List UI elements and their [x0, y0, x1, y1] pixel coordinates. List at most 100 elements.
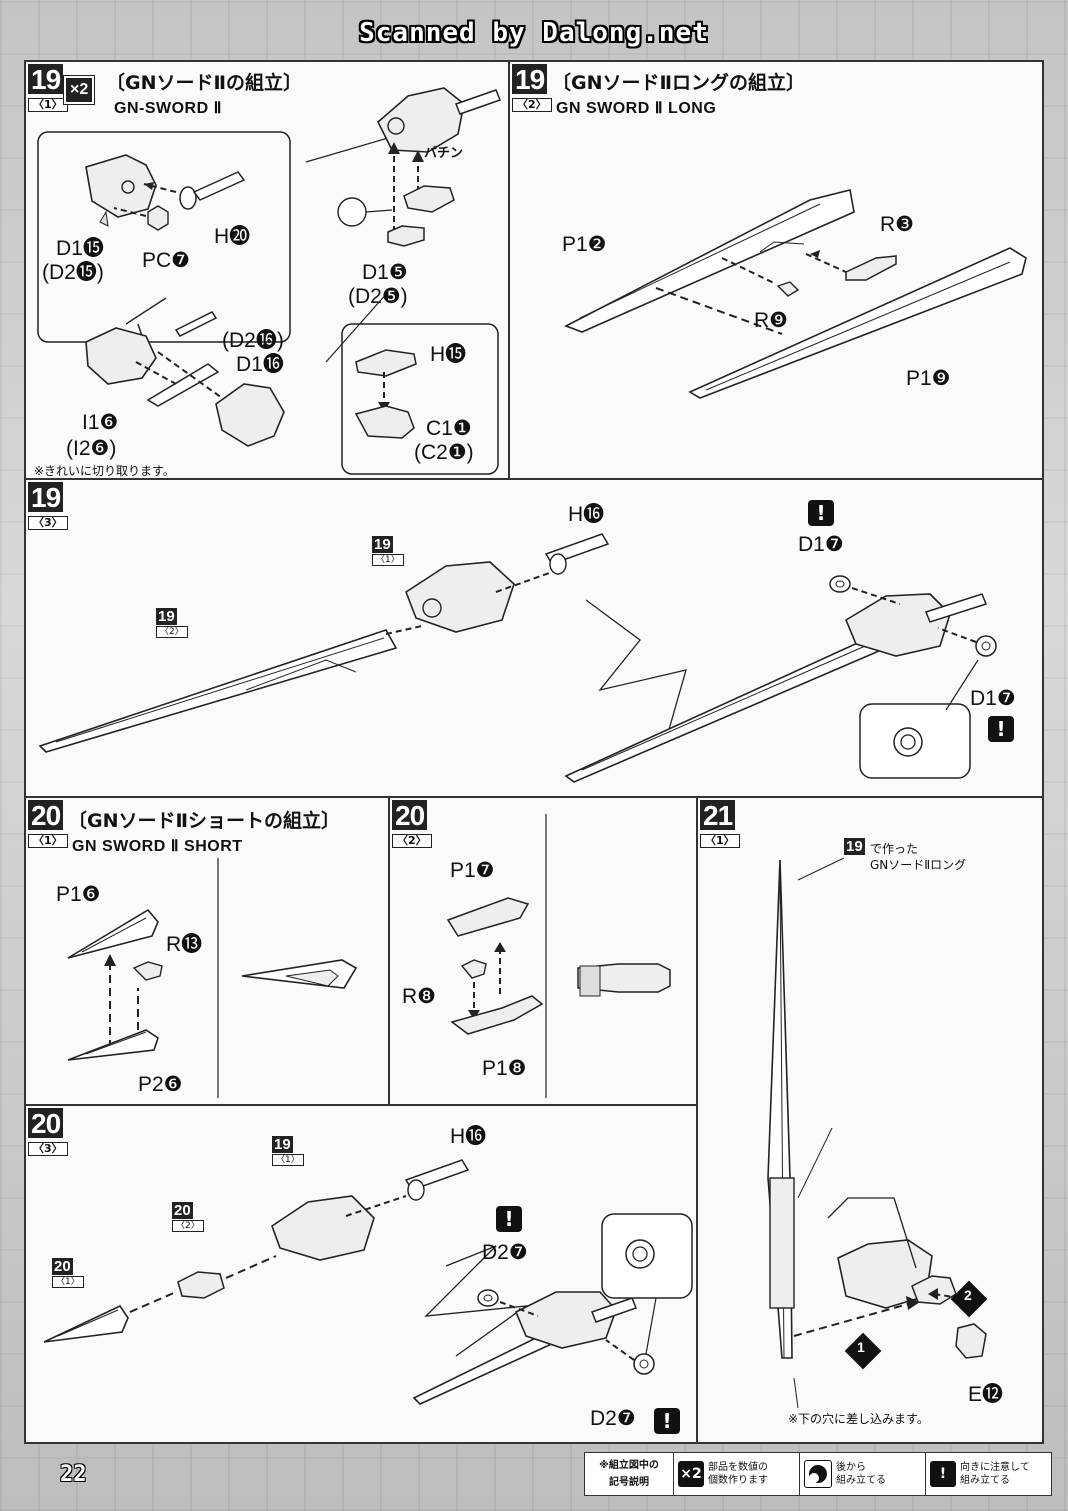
- legend-text: 部品を数値の: [708, 1462, 768, 1473]
- reference-step-badge: 20: [52, 1258, 73, 1275]
- instruction-note: ※下の穴に差し込みます。: [788, 1412, 929, 1426]
- reference-step-badge: 19: [272, 1136, 293, 1153]
- legend-text: 後から: [836, 1462, 866, 1473]
- part-label: H⓴: [214, 225, 251, 248]
- part-label: D1⓰: [236, 353, 284, 376]
- legend-title: ※組立図中の: [599, 1460, 659, 1471]
- part-label: D2❼: [590, 1407, 636, 1430]
- legend-item: ! 向きに注意して 組み立てる: [925, 1453, 1051, 1495]
- step-substep: 〈1〉: [28, 98, 68, 112]
- part-label: D1⓯: [56, 237, 104, 260]
- part-label: (D2⓰): [222, 329, 284, 352]
- part-label: H⓰: [568, 503, 605, 526]
- legend-text: 組み立てる: [836, 1475, 886, 1486]
- part-label: P1❼: [450, 859, 495, 882]
- legend-title: 記号説明: [609, 1477, 649, 1488]
- legend-text: 向きに注意して: [960, 1462, 1030, 1473]
- step-title-jp: 〔GNソードⅡショートの組立〕: [68, 810, 341, 832]
- instruction-note: ※きれいに切り取ります。: [34, 464, 175, 478]
- part-label: R⓭: [166, 933, 203, 956]
- step-number: 21: [700, 800, 736, 830]
- part-label: (I2❻): [66, 437, 117, 460]
- reference-substep: 〈2〉: [172, 1220, 204, 1232]
- reference-substep: 〈1〉: [52, 1276, 84, 1288]
- legend-text: 個数作ります: [708, 1475, 768, 1486]
- step-title-en: GN SWORD Ⅱ LONG: [556, 100, 717, 117]
- step-substep: 〈1〉: [28, 834, 68, 848]
- step-number: 20: [28, 1108, 64, 1138]
- part-label: R❽: [402, 985, 436, 1008]
- part-label: H⓰: [450, 1125, 487, 1148]
- step-number: 20: [28, 800, 64, 830]
- panel-step-19-1: 19 〈1〉 ×2 〔GNソードⅡの組立〕 GN-SWORD Ⅱ H⓴ D1⓯ …: [24, 60, 510, 480]
- reference-step-badge: 20: [172, 1202, 193, 1219]
- part-label: R❸: [880, 213, 914, 236]
- legend-text: 組み立てる: [960, 1475, 1010, 1486]
- step-substep: 〈2〉: [392, 834, 432, 848]
- step-number: 20: [392, 800, 428, 830]
- step-title-en: GN SWORD Ⅱ SHORT: [72, 838, 243, 855]
- multiply-icon: ×2: [678, 1461, 704, 1487]
- step-number: 19: [28, 64, 64, 94]
- reference-caption: で作った: [870, 842, 919, 856]
- step-19-3-illustration: [38, 533, 997, 783]
- symbol-legend: ※組立図中の 記号説明 ×2 部品を数値の 個数作ります 後から 組み立てる !…: [584, 1452, 1052, 1496]
- panel-step-20-3: 20 〈3〉 19 〈1〉 20 〈2〉 20 〈1〉 H⓰ ! D2❼ D2❼…: [24, 1104, 698, 1444]
- assembly-arrow-label: 2: [964, 1287, 972, 1303]
- part-label: I1❻: [82, 411, 119, 434]
- part-label: C1❶: [426, 417, 472, 440]
- part-label: P1❻: [56, 883, 101, 906]
- exclamation-icon: !: [654, 1408, 680, 1434]
- exclamation-icon: !: [808, 500, 834, 526]
- legend-item: ×2 部品を数値の 個数作ります: [673, 1453, 799, 1495]
- reference-step-badge: 19: [156, 608, 177, 625]
- step-title-jp: 〔GNソードⅡロングの組立〕: [552, 72, 806, 94]
- legend-heading: ※組立図中の 記号説明: [585, 1453, 673, 1495]
- part-label: D1❼: [798, 533, 844, 556]
- part-label: R❾: [754, 309, 788, 332]
- part-label: P2❻: [138, 1073, 183, 1096]
- step-substep: 〈3〉: [28, 516, 68, 530]
- panel-step-21-1: 21 〈1〉 19 で作った GNソードⅡロング 1 2 E⓬ ※下の穴に差し込…: [696, 796, 1044, 1444]
- step-substep: 〈3〉: [28, 1142, 68, 1156]
- scan-watermark: Scanned by Dalong.net: [359, 18, 709, 48]
- part-label: H⓯: [430, 343, 467, 366]
- part-label: E⓬: [968, 1383, 1004, 1406]
- step-title-en: GN-SWORD Ⅱ: [114, 100, 222, 117]
- step-title-jp: 〔GNソードⅡの組立〕: [106, 72, 303, 94]
- back-half-circle-icon: [804, 1460, 832, 1488]
- part-label: (C2❶): [414, 441, 474, 464]
- part-label: P1❽: [482, 1057, 527, 1080]
- multiply-icon: ×2: [62, 75, 96, 105]
- panel-step-20-2: 20 〈2〉 P1❼ R❽ P1❽: [388, 796, 698, 1106]
- step-number: 19: [512, 64, 548, 94]
- legend-item: 後から 組み立てる: [799, 1453, 925, 1495]
- reference-substep: 〈1〉: [372, 554, 404, 566]
- exclamation-icon: !: [496, 1206, 522, 1232]
- panel-step-19-2: 19 〈2〉 〔GNソードⅡロングの組立〕 GN SWORD Ⅱ LONG P1…: [508, 60, 1044, 480]
- step-20-1-illustration: [67, 858, 358, 1098]
- part-label: D2❼: [482, 1241, 528, 1264]
- step-substep: 〈2〉: [512, 98, 552, 112]
- reference-step-badge: 19: [844, 838, 865, 855]
- exclamation-icon: !: [988, 716, 1014, 742]
- part-label: D1❺: [362, 261, 408, 284]
- reference-substep: 〈1〉: [272, 1154, 304, 1166]
- step-19-2-illustration: [564, 189, 1027, 399]
- part-label: P1❷: [562, 233, 607, 256]
- step-20-2-illustration: [446, 814, 671, 1098]
- snap-sound-label: パチン: [424, 145, 464, 160]
- part-label: P1❾: [906, 367, 951, 390]
- reference-substep: 〈2〉: [156, 626, 188, 638]
- part-label: D1❼: [970, 687, 1016, 710]
- step-20-3-illustration: [43, 1159, 693, 1405]
- part-label: (D2⓯): [42, 261, 104, 284]
- assembly-arrow-label: 1: [857, 1339, 865, 1355]
- step-21-1-illustration: [767, 857, 988, 1409]
- reference-caption: GNソードⅡロング: [870, 858, 967, 872]
- step-number: 19: [28, 482, 64, 512]
- reference-step-badge: 19: [372, 536, 393, 553]
- page-number: 22: [60, 1462, 87, 1487]
- panel-step-19-3: 19 〈3〉 19 〈1〉 19 〈2〉 H⓰ ! D1❼ D1❼ !: [24, 478, 1044, 798]
- step-19-1-illustration: [37, 87, 501, 475]
